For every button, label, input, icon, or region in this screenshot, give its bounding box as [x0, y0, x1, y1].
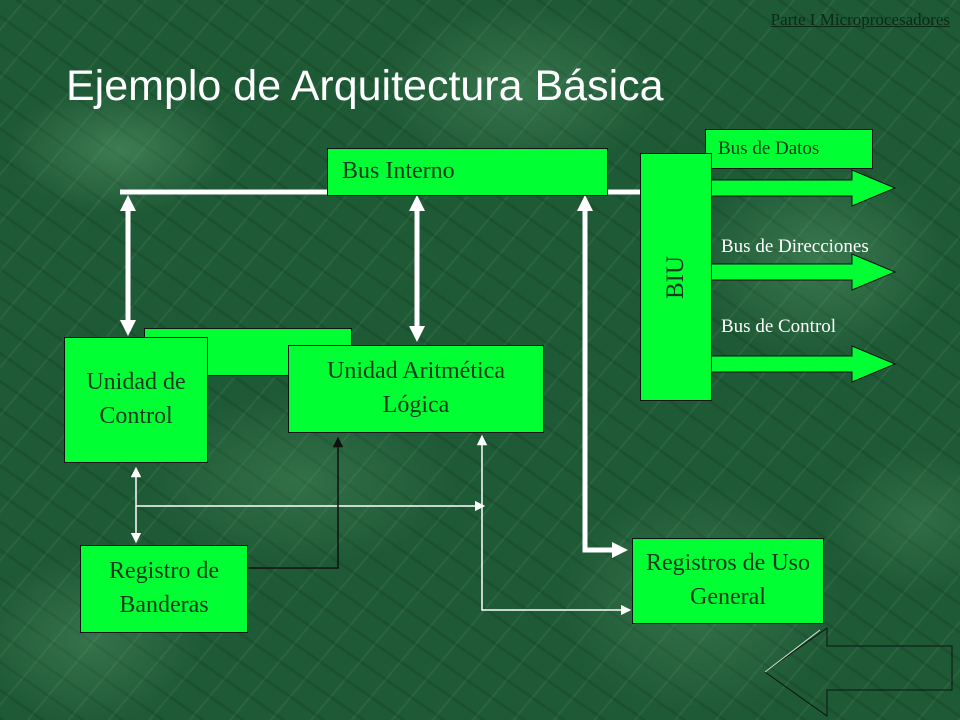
slide-title: Ejemplo de Arquitectura Básica — [66, 62, 664, 110]
alu-block: Unidad Aritmética Lógica — [288, 345, 544, 433]
header-note: Parte I Microprocesadores — [770, 10, 950, 29]
biu-block: BIU — [640, 153, 712, 401]
address-bus-arrow — [710, 253, 897, 291]
data-bus-label-box: Bus de Datos — [705, 129, 873, 169]
arrow-flags-to-alu — [248, 436, 344, 569]
control-unit-label: Unidad de Control — [86, 369, 186, 429]
arrow-alu-to-registers — [476, 434, 632, 616]
flags-register-label: Registro de Banderas — [109, 558, 219, 618]
address-bus-label: Bus de Direcciones — [721, 236, 869, 257]
general-registers-block: Registros de Uso General — [632, 538, 824, 624]
flags-register-block: Registro de Banderas — [80, 545, 248, 633]
control-bus-arrow — [710, 345, 897, 383]
arrow-bus-to-registers — [576, 194, 629, 559]
alu-label: Unidad Aritmética Lógica — [327, 358, 505, 418]
back-arrow-icon[interactable] — [764, 627, 953, 717]
control-bus-label: Bus de Control — [721, 316, 837, 337]
internal-bus-label: Bus Interno — [342, 158, 455, 185]
internal-bus-block: Bus Interno — [327, 148, 608, 196]
control-unit-block: Unidad de Control — [64, 337, 208, 463]
general-registers-label: Registros de Uso General — [646, 550, 810, 610]
biu-label: BIU — [662, 255, 690, 299]
data-bus-label: Bus de Datos — [718, 137, 820, 159]
data-bus-arrow — [710, 169, 897, 207]
